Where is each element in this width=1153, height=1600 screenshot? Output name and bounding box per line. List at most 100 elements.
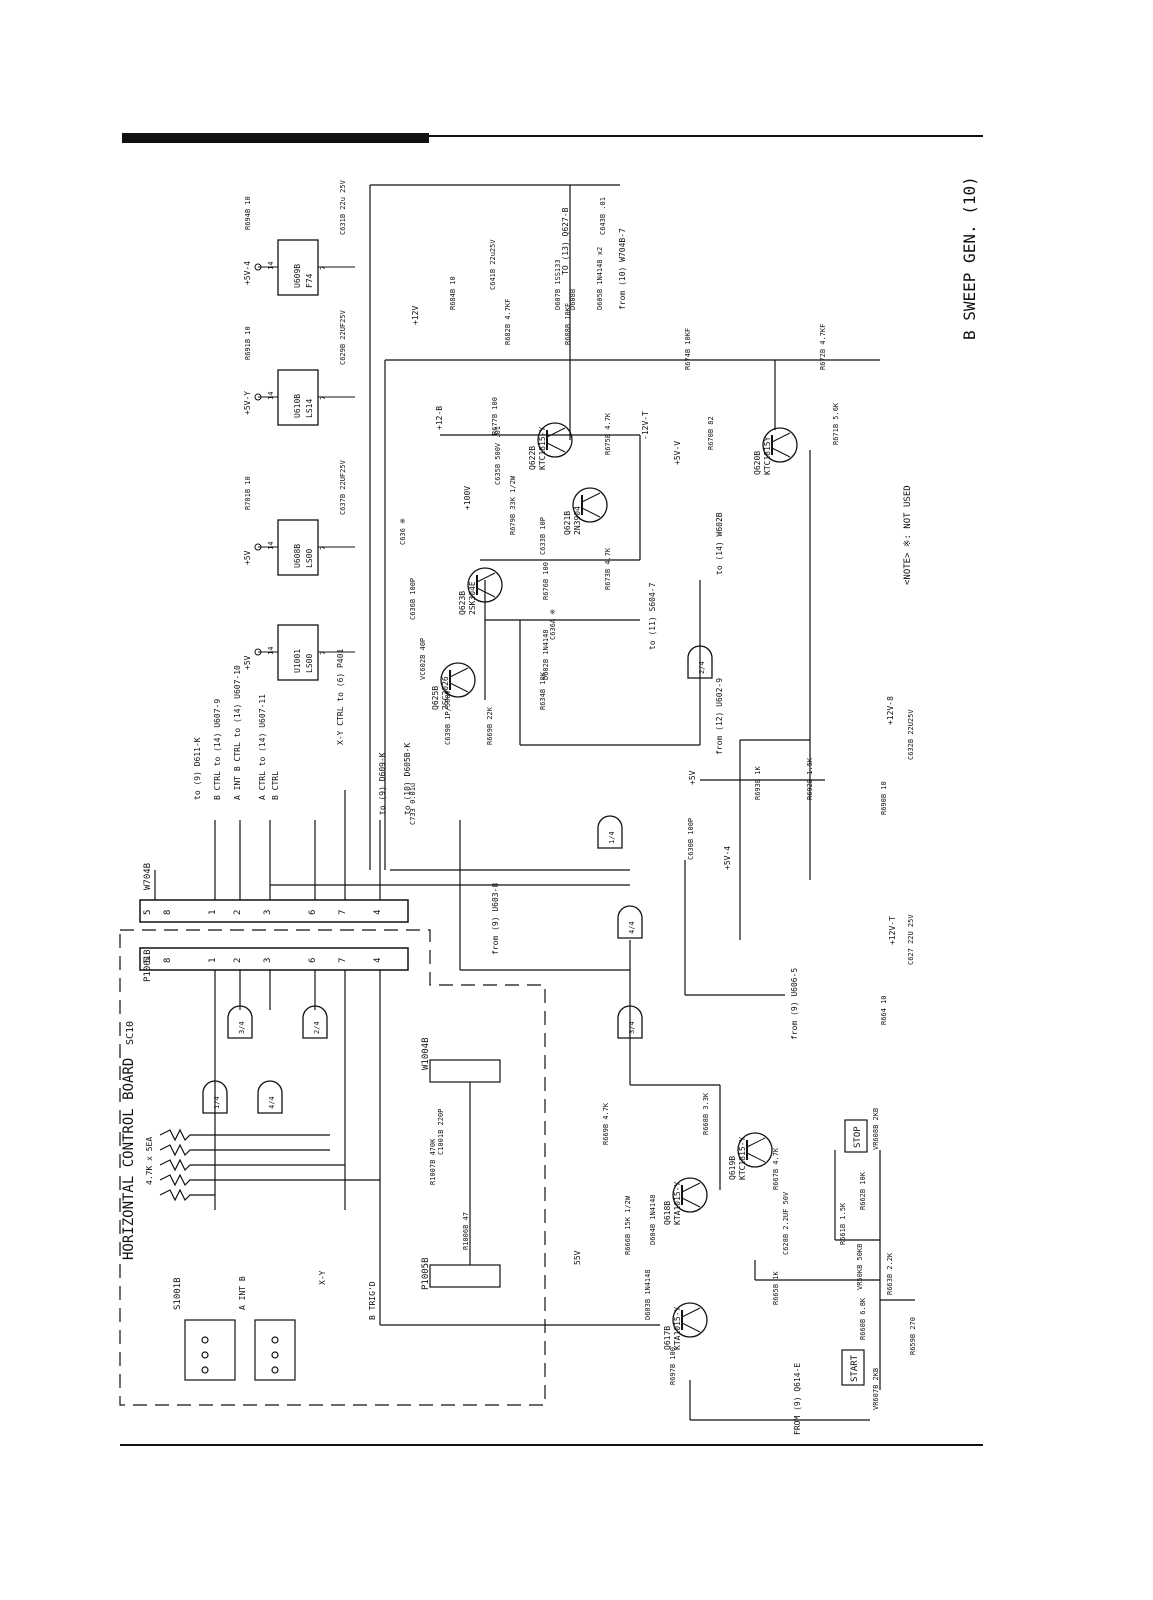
signal-label: to (9) D609-K: [378, 752, 387, 815]
gate-part: 3/4: [628, 1021, 636, 1034]
ic-supply: +5V-4: [243, 261, 252, 285]
gate-part: 1/4: [213, 1096, 221, 1109]
resistor-label: R677B 100: [491, 397, 499, 435]
resistor-label: R676B 100: [542, 562, 550, 600]
ic-ref: U1001: [293, 649, 302, 673]
capacitor-label: C643B .01: [599, 197, 607, 235]
resistor-label: R697B 100: [669, 1347, 677, 1385]
ic-supply: +5V: [243, 550, 252, 565]
ic-type: LS00: [305, 654, 314, 673]
connector-pin: 8: [163, 910, 173, 915]
connector-pin: 6: [308, 910, 318, 915]
ic-pin: 14: [267, 262, 275, 270]
signal-label: to (9) D611-K: [193, 737, 202, 800]
header-bar: [122, 133, 429, 143]
w1004b-label: W1004B: [421, 1037, 431, 1070]
signal-label: X-Y: [318, 1270, 327, 1285]
ic-pin: 7: [319, 396, 327, 400]
supply-label: +5V-4: [723, 846, 732, 870]
ic-pin: 14: [267, 542, 275, 550]
supply-label: +12V-T: [888, 916, 897, 945]
ic-pin: 7: [319, 546, 327, 550]
resistor-label: R667B 4.7K: [772, 1147, 780, 1190]
board-resistors: [159, 1128, 380, 1202]
switch-s1001b: [184, 1319, 296, 1381]
gate-part: 1/4: [608, 831, 616, 844]
resistor-label: R684B 10: [449, 276, 457, 310]
capacitor-label: C733 0.01u: [409, 783, 417, 825]
signal-label: FROM (9) Q614-E: [793, 1363, 802, 1435]
start-label: START: [850, 1354, 860, 1382]
supply-label: 55V: [573, 1250, 582, 1265]
board-ref: SC10: [125, 1021, 136, 1045]
resistor-label: R669B 4.7K: [602, 1102, 610, 1145]
diode-label: D607B 1SS133: [554, 259, 562, 310]
ic-ref: U608B: [293, 544, 302, 568]
transistor-ref: Q622B: [528, 446, 537, 470]
right-wiring: [380, 185, 915, 1421]
ic-pin: 14: [267, 392, 275, 400]
connector-pin: 1: [208, 910, 218, 915]
diode-label: D603B 1N4148: [644, 1269, 652, 1320]
connector-pin: 2: [233, 910, 243, 915]
supply-label: -12V-T: [641, 411, 650, 440]
ic-resistor: R694B 10: [244, 196, 252, 230]
ic-ref: U609B: [293, 264, 302, 288]
capacitor-label: C641B 22u25V: [489, 239, 497, 290]
connector-pin: 4: [373, 958, 383, 963]
gate-group: 3/44/42/41/41/44/43/42/4: [202, 645, 713, 1114]
resistor-label: R693B 1K: [754, 765, 762, 800]
signal-label: B TRIG'D: [368, 1281, 377, 1320]
transistor-type: KTA1015-Y: [673, 1306, 682, 1350]
transistor-ref: Q623B: [458, 591, 467, 615]
signal-label: from (12) U602-9: [715, 678, 724, 755]
variable-label: VR50KB 50KB: [856, 1244, 864, 1290]
connector-pin: 2: [233, 958, 243, 963]
ic-supply: +5V-Y: [243, 391, 252, 415]
resistor-label: R673B 4.7K: [604, 547, 612, 590]
connector-w1004b: [429, 1059, 501, 1288]
ic-pin: 7: [319, 651, 327, 655]
resistor-label: R663B 2.2K: [886, 1252, 894, 1295]
gate-part: 3/4: [238, 1021, 246, 1034]
signal-label: from (9) U603-8: [491, 883, 500, 955]
ic-type: F74: [305, 273, 314, 288]
logic-gate: 2/4: [687, 645, 713, 679]
capacitor-label: C1001B 220P: [437, 1109, 445, 1155]
resistor-label: R664 10: [880, 995, 888, 1025]
transistor-ref: Q620B: [753, 451, 762, 475]
connector-pin: 8: [163, 958, 173, 963]
logic-gate: 3/4: [617, 1005, 643, 1039]
resistor-label: R690B 10: [880, 781, 888, 815]
resistor-label: R668B 3.3K: [702, 1092, 710, 1135]
connector-pin: 4: [373, 910, 383, 915]
resistor-label: R682B 4.7KF: [504, 299, 512, 345]
svg-text:P1001B: P1001B: [143, 949, 153, 982]
gate-part: 2/4: [313, 1021, 321, 1034]
diode-label: D604B 1N4148: [649, 1194, 657, 1245]
logic-gate: 1/4: [597, 815, 623, 849]
resistor-label: R659B 270: [909, 1317, 917, 1355]
logic-gate: 4/4: [617, 905, 643, 939]
capacitor-label: C628B 2.2UF 50V: [782, 1191, 790, 1255]
resistor-label: R660B 6.8K: [859, 1297, 867, 1340]
transistor-type: 2N3904: [573, 506, 582, 535]
supply-label: +12V: [411, 306, 420, 325]
resistor-label: R669B 22K: [486, 706, 494, 745]
capacitor-label: C632B 22U25V: [907, 709, 915, 760]
resistor-label: R675B 4.7K: [604, 412, 612, 455]
transistor-ref: Q617B: [663, 1326, 672, 1350]
bus-lines: [154, 184, 880, 1325]
